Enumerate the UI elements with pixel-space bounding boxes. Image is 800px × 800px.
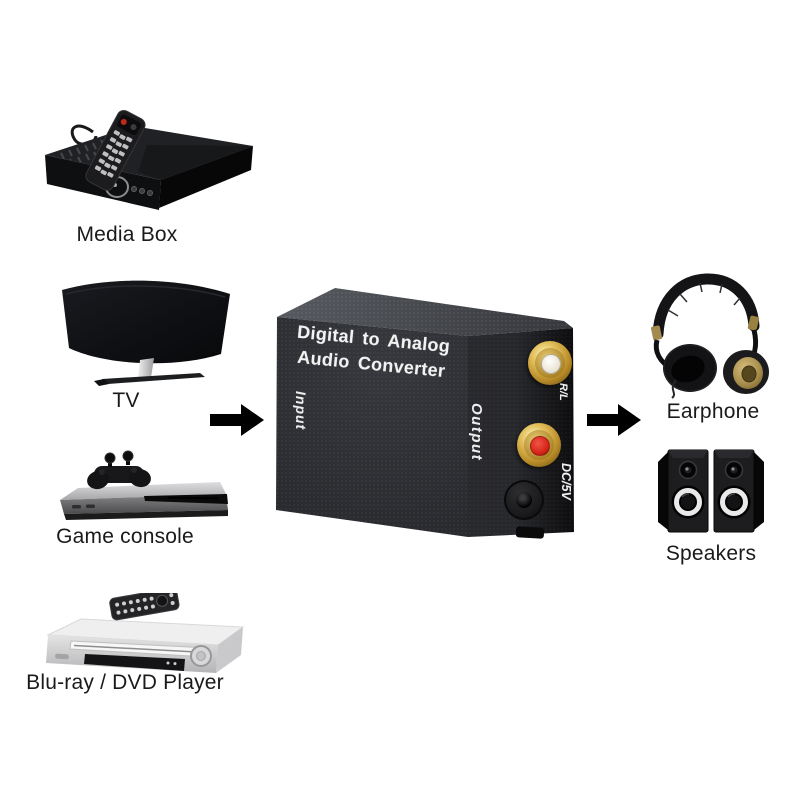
hinge-gold (651, 325, 662, 341)
curved-screen (62, 280, 230, 364)
earphone-label: Earphone (666, 400, 760, 423)
tv-stand-neck (138, 358, 154, 379)
input-label: Input (293, 391, 309, 431)
speakers-image (658, 449, 764, 533)
dc-power-jack (504, 480, 544, 520)
rl-channel-label: R/L (557, 383, 569, 401)
game-console-image (60, 450, 228, 520)
media-box-image (45, 109, 253, 210)
output-label: Output (468, 403, 485, 462)
arrow-right-icon (587, 404, 641, 436)
rca-jack-white (528, 341, 572, 385)
rca-jack-red (517, 423, 561, 467)
media-box-label: Media Box (76, 223, 178, 246)
headband (652, 273, 760, 340)
disc-slot (167, 496, 219, 500)
tv-label: TV (112, 389, 140, 412)
speakers-label: Speakers (665, 542, 757, 565)
arrow-right-icon (210, 404, 264, 436)
game-controller-icon (87, 450, 151, 490)
display-panel (84, 654, 185, 671)
dac-converter-image: Digital to Analog Audio Converter Input … (272, 283, 584, 549)
earphone-image (651, 273, 769, 399)
remote-control-icon (109, 593, 180, 621)
game-console-label: Game console (56, 525, 194, 548)
converter-front-face (276, 317, 468, 537)
tv-stand-base (102, 373, 205, 384)
blu-ray-player-image (46, 593, 245, 673)
hinge-gold (747, 315, 760, 331)
dc-power-label: DC/5V (559, 463, 573, 500)
remote-control-icon (85, 109, 146, 191)
toslink-slot (515, 526, 545, 539)
cable-icon (671, 379, 677, 399)
tv-image (62, 280, 230, 386)
blu-ray-label: Blu-ray / DVD Player (26, 671, 224, 694)
